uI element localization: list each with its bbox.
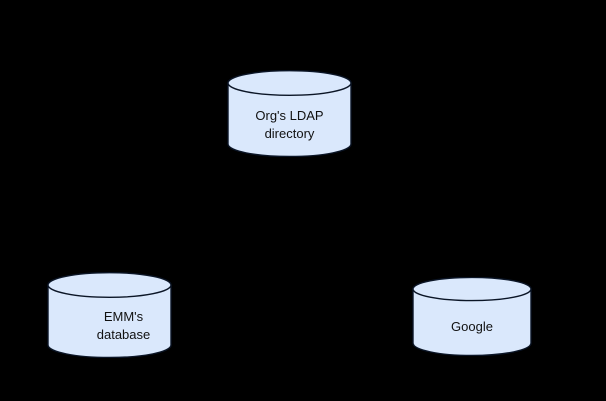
cylinder-shape-google [412,277,532,356]
cylinder-shape-ldap [227,70,352,157]
cylinder-shape-emm [47,272,172,358]
node-emms-database[interactable]: EMM's database [47,272,172,358]
node-google[interactable]: Google [412,277,532,356]
node-orgs-ldap-directory[interactable]: Org's LDAP directory [227,70,352,157]
